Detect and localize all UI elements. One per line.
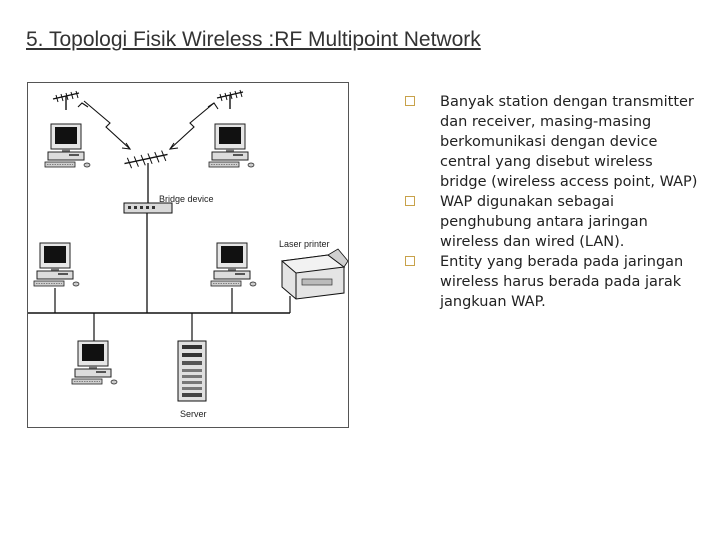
topology-drawing: Bridge device Laser printer [28, 89, 348, 419]
computer-icon [71, 340, 118, 385]
bridge-label: Bridge device [159, 194, 214, 204]
radio-signal-icon [77, 100, 219, 150]
wired-station-left [33, 242, 80, 313]
bridge-icon [123, 202, 173, 214]
network-diagram: Bridge device Laser printer [27, 82, 349, 428]
wireless-station-left [44, 90, 91, 168]
computer-icon [210, 242, 257, 287]
server: Server [177, 313, 207, 419]
bullet-item: Banyak station dengan transmitter dan re… [400, 92, 700, 192]
server-icon [177, 340, 207, 402]
computer-icon [44, 123, 91, 168]
computer-icon [33, 242, 80, 287]
bullet-list: Banyak station dengan transmitter dan re… [400, 92, 700, 312]
square-bullet-icon [405, 96, 415, 106]
wired-station-bottom [71, 313, 118, 385]
square-bullet-icon [405, 196, 415, 206]
antenna-icon [52, 90, 80, 111]
server-label: Server [180, 409, 207, 419]
printer-icon [280, 248, 348, 300]
printer-label: Laser printer [279, 239, 330, 249]
laser-printer: Laser printer [279, 239, 348, 313]
wired-station-middle [210, 242, 257, 313]
antenna-icon [216, 89, 244, 110]
slide-title: 5. Topologi Fisik Wireless :RF Multipoin… [26, 28, 481, 51]
bullet-text: Banyak station dengan transmitter dan re… [440, 94, 698, 190]
square-bullet-icon [405, 256, 415, 266]
computer-icon [208, 123, 255, 168]
bullet-item: WAP digunakan sebagai penghubung antara … [400, 192, 700, 252]
bullet-text: WAP digunakan sebagai penghubung antara … [440, 194, 648, 250]
bullet-item: Entity yang berada pada jaringan wireles… [400, 252, 700, 312]
wireless-station-right [208, 89, 255, 168]
bridge-device: Bridge device [123, 150, 214, 214]
bullet-text: Entity yang berada pada jaringan wireles… [440, 254, 684, 310]
